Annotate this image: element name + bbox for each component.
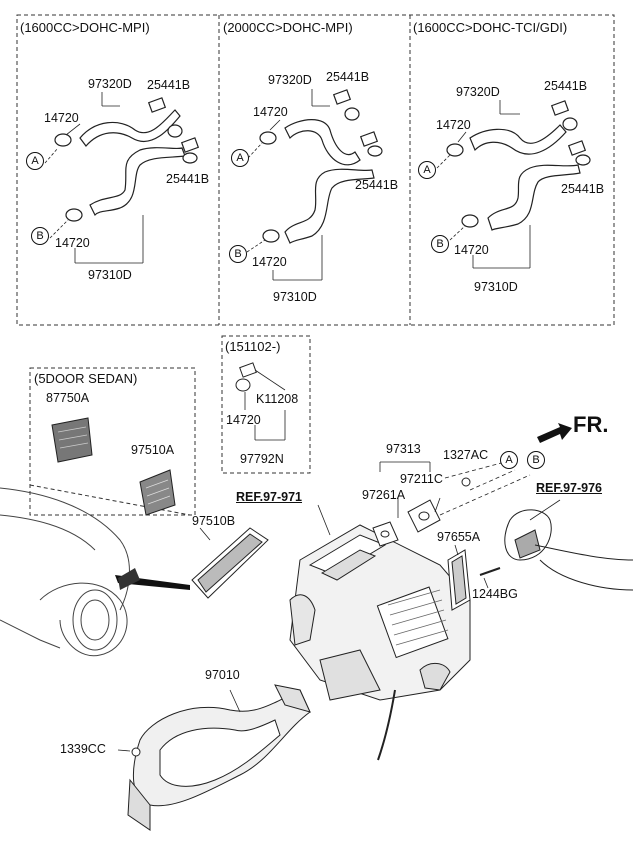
section-title-1600-mpi: (1600CC>DOHC-MPI): [20, 20, 150, 35]
callout-b: B: [527, 451, 545, 469]
section-title-revision: (151102-): [225, 339, 281, 354]
callout-a: A: [26, 152, 44, 170]
part-label-97211C: 97211C: [400, 472, 443, 486]
part-label-97261A: 97261A: [362, 488, 406, 502]
vent-97510B: [191, 527, 269, 599]
reference-97-971[interactable]: REF.97-971: [236, 490, 303, 504]
part-label-97320D: 97320D: [456, 85, 500, 99]
car-body-outline: [0, 487, 130, 657]
part-label-97792N: 97792N: [240, 452, 284, 466]
part-label-14720: 14720: [253, 105, 288, 119]
part-label-97655A: 97655A: [437, 530, 481, 544]
hvac-unit: [289, 524, 471, 761]
part-label-97320D: 97320D: [268, 73, 312, 87]
part-label-1244BG: 1244BG: [472, 587, 518, 601]
front-direction-label: FR.: [573, 412, 609, 437]
revision-frame: [221, 335, 311, 474]
part-label-97510A: 97510A: [131, 443, 175, 457]
engine-variants-frame: [16, 14, 615, 326]
part-label-14720: 14720: [454, 243, 489, 257]
callout-b: B: [431, 235, 449, 253]
duct-97010: [127, 684, 311, 831]
part-label-25441B: 25441B: [544, 79, 588, 93]
part-label-25441B: 25441B: [355, 178, 399, 192]
part-label-14720: 14720: [55, 236, 90, 250]
front-arrow: [537, 423, 572, 443]
right-parts: [372, 477, 633, 611]
s3-hoses: [446, 100, 591, 231]
part-label-97310D: 97310D: [273, 290, 317, 304]
callout-b: B: [229, 245, 247, 263]
sedan-frame: [29, 367, 196, 516]
part-label-14720: 14720: [252, 255, 287, 269]
part-label-97510B: 97510B: [192, 514, 236, 528]
part-label-14720: 14720: [436, 118, 471, 132]
section-title-sedan: (5DOOR SEDAN): [34, 371, 138, 386]
part-label-25441B: 25441B: [326, 70, 370, 84]
part-label-25441B: 25441B: [166, 172, 210, 186]
part-label-25441B: 25441B: [561, 182, 605, 196]
part-label-1339CC: 1339CC: [60, 742, 106, 756]
revision-parts: [235, 362, 257, 392]
part-label-97010: 97010: [205, 668, 240, 682]
part-label-97320D: 97320D: [88, 77, 132, 91]
part-label-87750A: 87750A: [46, 391, 90, 405]
callout-a: A: [418, 161, 436, 179]
part-label-97313: 97313: [386, 442, 421, 456]
part-label-97310D: 97310D: [88, 268, 132, 282]
s2-hoses: [259, 89, 383, 244]
part-label-14720: 14720: [226, 413, 261, 427]
callout-b: B: [31, 227, 49, 245]
s1-hoses: [54, 97, 200, 222]
callout-a: A: [500, 451, 518, 469]
reference-97-976[interactable]: REF.97-976: [536, 481, 603, 495]
sedan-parts: [51, 417, 176, 516]
part-label-K11208: K11208: [256, 392, 299, 406]
section-title-2000-mpi: (2000CC>DOHC-MPI): [223, 20, 353, 35]
callout-a: A: [231, 149, 249, 167]
part-label-14720: 14720: [44, 111, 79, 125]
part-label-25441B: 25441B: [147, 78, 191, 92]
part-label-1327AC: 1327AC: [443, 448, 489, 462]
part-label-97310D: 97310D: [474, 280, 518, 294]
section-title-1600-tci: (1600CC>DOHC-TCI/GDI): [413, 20, 568, 35]
